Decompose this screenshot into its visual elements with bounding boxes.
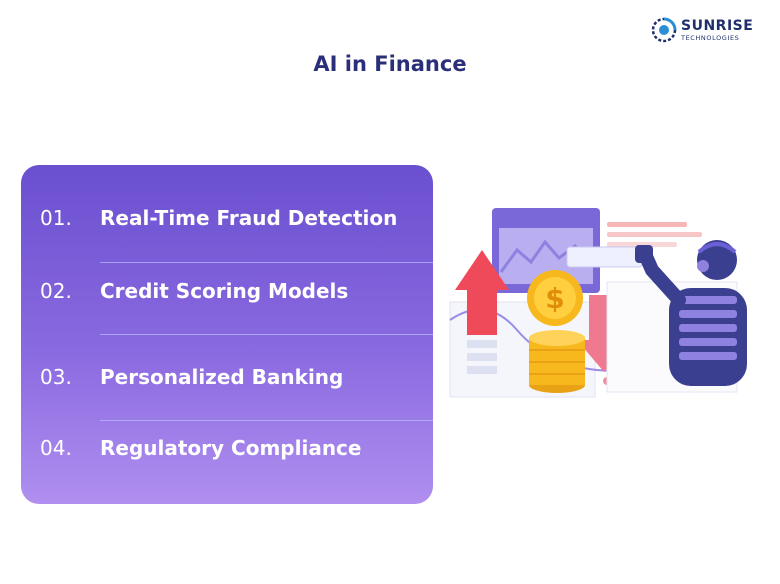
item-label: Real-Time Fraud Detection: [100, 206, 398, 230]
sunrise-logo-icon: [651, 17, 677, 43]
brand-logo: SUNRISE TECHNOLOGIES: [651, 17, 753, 43]
list-item: 03. Personalized Banking: [21, 365, 433, 405]
item-number: 01.: [40, 206, 72, 230]
ai-robot-finance-illustration: $: [449, 208, 747, 398]
features-panel: 01. Real-Time Fraud Detection 02. Credit…: [21, 165, 433, 504]
divider: [100, 420, 433, 421]
divider: [100, 262, 433, 263]
brand-subtitle: TECHNOLOGIES: [681, 33, 740, 42]
item-number: 03.: [40, 365, 72, 389]
page-title: AI in Finance: [313, 52, 467, 76]
item-label: Personalized Banking: [100, 365, 344, 389]
divider: [100, 334, 433, 335]
item-number: 04.: [40, 436, 72, 460]
brand-name: SUNRISE: [681, 17, 754, 34]
item-label: Regulatory Compliance: [100, 436, 362, 460]
list-item: 01. Real-Time Fraud Detection: [21, 206, 433, 246]
svg-text:$: $: [545, 282, 564, 315]
list-item: 02. Credit Scoring Models: [21, 279, 433, 319]
list-item: 04. Regulatory Compliance: [21, 436, 433, 476]
item-number: 02.: [40, 279, 72, 303]
item-label: Credit Scoring Models: [100, 279, 349, 303]
